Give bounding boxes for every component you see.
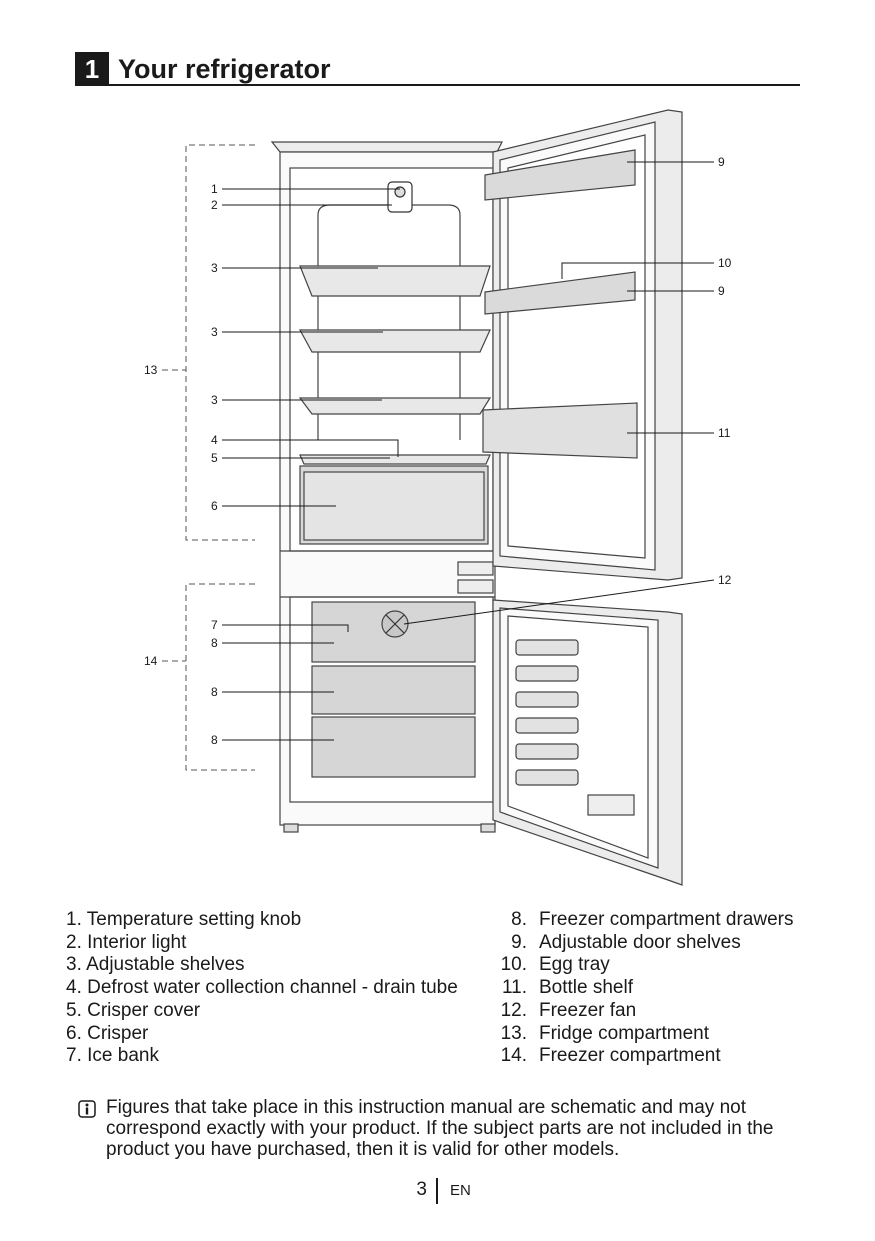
legend-item: 1. Temperature setting knob — [66, 909, 302, 930]
info-icon — [78, 1100, 96, 1118]
callout-labels: 1 2 3 3 3 4 5 6 7 8 8 8 9 10 9 11 12 13 … — [144, 155, 732, 747]
legend-number: 8. — [511, 909, 527, 930]
footer-divider — [436, 1178, 438, 1204]
legend-item: 13. Fridge compartment — [497, 1023, 793, 1046]
language-code: EN — [450, 1182, 471, 1199]
callout-12: 12 — [718, 573, 732, 587]
legend-item: 11. Bottle shelf — [497, 977, 793, 1000]
freezer-drawers — [311, 601, 476, 778]
legend-item: 2. Interior light — [66, 931, 187, 953]
page-footer: 3 EN — [0, 1178, 875, 1204]
freezer-door — [492, 599, 683, 886]
legend-number: 11. — [501, 977, 527, 999]
header-rule — [109, 84, 800, 86]
legend-item: 5. Crisper cover — [66, 999, 201, 1021]
legend-label: Freezer fan — [539, 999, 637, 1021]
crisper-drawer — [299, 465, 489, 545]
legend-number: 12. — [500, 999, 527, 1021]
callout-3c: 3 — [211, 393, 218, 407]
callout-1: 1 — [211, 182, 218, 196]
callout-3a: 3 — [211, 261, 218, 275]
legend-item: 8. Freezer compartment drawers — [497, 909, 793, 932]
legend-item: 6. Crisper — [66, 1022, 149, 1044]
callout-8b: 8 — [211, 685, 218, 699]
compartment-brackets — [162, 144, 255, 771]
legend-number: 10. — [500, 954, 527, 976]
callout-8c: 8 — [211, 733, 218, 747]
parts-legend-right: 8. Freezer compartment drawers 9. Adjustab… — [497, 909, 794, 1068]
refrigerator-diagram: 1 2 3 3 3 4 5 6 7 8 8 8 9 10 9 11 12 13 … — [0, 100, 875, 900]
legend-item: 4. Defrost water collection channel - dr… — [66, 977, 458, 999]
callout-6: 6 — [211, 499, 218, 513]
legend-label: Fridge compartment — [539, 1022, 710, 1044]
refrigerator-illustration: 1 2 3 3 3 4 5 6 7 8 8 8 9 10 9 11 12 13 … — [144, 109, 732, 886]
callout-13: 13 — [144, 363, 158, 377]
callout-leaders — [222, 161, 715, 741]
callout-14: 14 — [144, 654, 158, 668]
callout-10: 10 — [718, 256, 732, 270]
legend-label: Freezer compartment drawers — [539, 909, 794, 930]
page-number: 3 — [416, 1179, 427, 1200]
callout-9b: 9 — [718, 284, 725, 298]
callout-11: 11 — [718, 426, 731, 440]
section-header: 1 Your refrigerator — [75, 50, 800, 86]
legend-item: 10. Egg tray — [497, 954, 793, 977]
legend-label: Bottle shelf — [539, 977, 633, 999]
legend-item: 7. Ice bank — [66, 1045, 159, 1067]
callout-8a: 8 — [211, 636, 218, 650]
section-title: Your refrigerator — [118, 54, 331, 84]
interior-light — [387, 181, 413, 213]
legend-item: 9. Adjustable door shelves — [497, 932, 793, 955]
legend-number: 14. — [500, 1045, 527, 1067]
legend-label: Adjustable door shelves — [539, 931, 741, 953]
legend-number: 13. — [500, 1022, 527, 1044]
legend-item: 12. Freezer fan — [497, 1000, 793, 1023]
callout-9a: 9 — [718, 155, 725, 169]
callout-7: 7 — [211, 618, 218, 632]
legend-label: Egg tray — [539, 954, 610, 976]
section-number: 1 — [75, 52, 109, 86]
legend-item: 14. Freezer compartment — [497, 1045, 793, 1068]
callout-4: 4 — [211, 433, 218, 447]
legend-label: Freezer compartment — [539, 1045, 721, 1067]
callout-2: 2 — [211, 198, 218, 212]
glass-shelves — [298, 265, 492, 465]
callout-3b: 3 — [211, 325, 218, 339]
legend-item: 3. Adjustable shelves — [66, 954, 245, 976]
fridge-door — [482, 109, 683, 581]
legend-number: 9. — [511, 931, 527, 953]
parts-legend-left: 1. Temperature setting knob 2. Interior … — [66, 909, 458, 1068]
note-text: Figures that take place in this instruct… — [106, 1097, 774, 1160]
callout-5: 5 — [211, 451, 218, 465]
